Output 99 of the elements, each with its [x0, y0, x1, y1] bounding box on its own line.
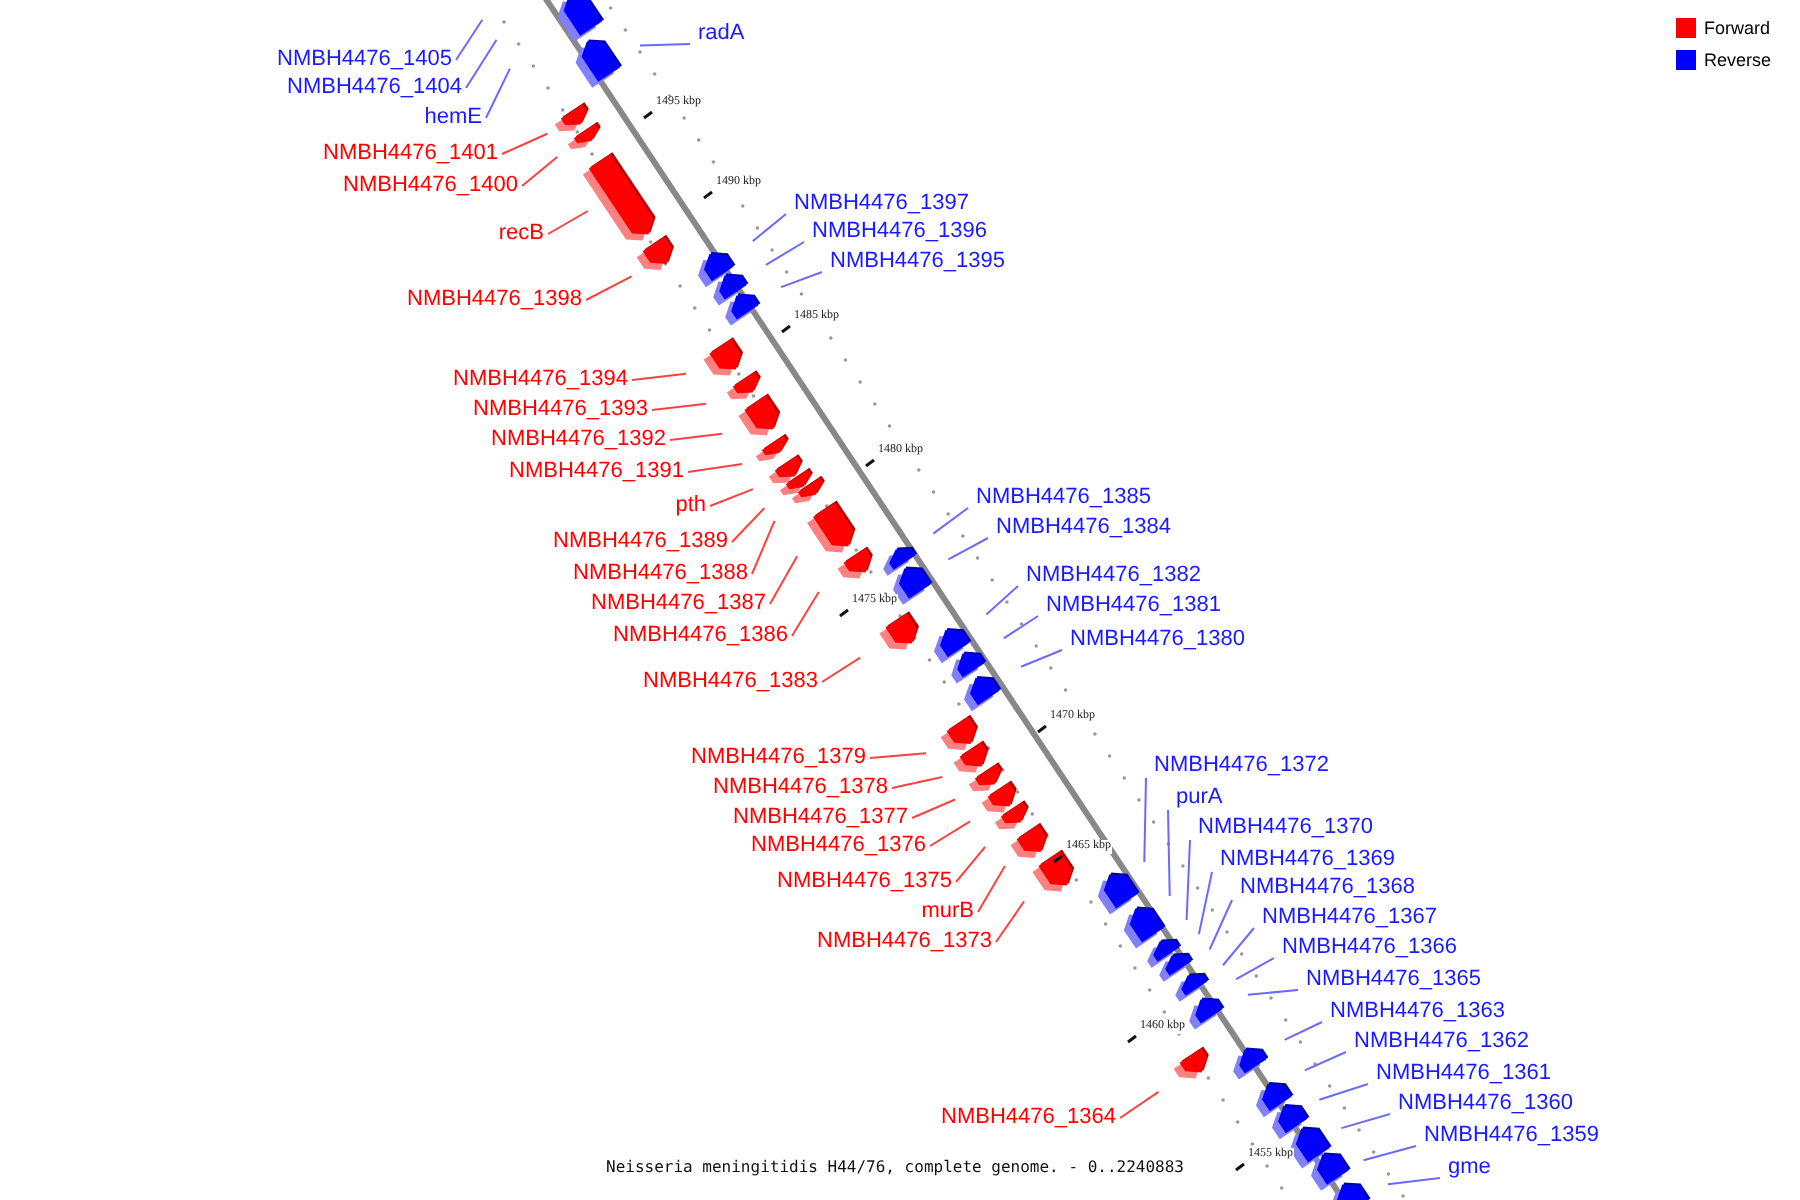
- leader-line: [1002, 615, 1039, 640]
- gene-label: NMBH4476_1380: [1070, 629, 1245, 651]
- leader-line: [791, 590, 820, 637]
- leader-line: [780, 271, 823, 289]
- leader-line: [455, 18, 484, 61]
- leader-line: [1303, 1051, 1347, 1072]
- leader-line: [821, 656, 862, 683]
- leader-line: [1283, 1021, 1323, 1041]
- leader-line: [1246, 989, 1299, 996]
- leader-line: [1362, 1145, 1417, 1162]
- leader-line: [1185, 839, 1191, 921]
- leader-line: [932, 507, 969, 535]
- legend-label: Reverse: [1704, 50, 1772, 72]
- gene-label: radA: [698, 23, 745, 45]
- gene-label: NMBH4476_1367: [1262, 907, 1437, 929]
- gene-label: NMBH4476_1372: [1154, 755, 1329, 777]
- gene-label: NMBH4476_1375: [777, 871, 952, 893]
- gene-label: murB: [921, 901, 974, 923]
- leader-line: [639, 43, 691, 47]
- gene-label: NMBH4476_1365: [1306, 969, 1481, 991]
- gene-label: NMBH4476_1362: [1354, 1031, 1529, 1053]
- gene-label: NMBH4476_1397: [794, 193, 969, 215]
- gene-label: NMBH4476_1378: [713, 777, 888, 799]
- gene-label: NMBH4476_1366: [1282, 937, 1457, 959]
- gene-label: NMBH4476_1376: [751, 835, 926, 857]
- leader-line: [651, 402, 708, 411]
- leader-line: [1197, 871, 1213, 936]
- gene-label: NMBH4476_1394: [453, 369, 628, 391]
- leader-line: [1208, 899, 1233, 951]
- gene-label: NMBH4476_1400: [343, 175, 518, 197]
- gene-label: NMBH4476_1396: [812, 221, 987, 243]
- gene-label: NMBH4476_1404: [287, 77, 462, 99]
- leader-line: [1221, 927, 1255, 967]
- gene-label: NMBH4476_1379: [691, 747, 866, 769]
- leader-line: [731, 507, 766, 543]
- gene-label: NMBH4476_1395: [830, 251, 1005, 273]
- leader-line: [765, 241, 805, 266]
- gene-label: NMBH4476_1359: [1424, 1125, 1599, 1147]
- leader-line: [891, 776, 944, 789]
- leader-line: [751, 519, 776, 575]
- leader-line: [751, 213, 787, 243]
- leader-line: [995, 900, 1026, 943]
- gene-label: NMBH4476_1387: [591, 593, 766, 615]
- gene-label: gme: [1448, 1157, 1491, 1179]
- gene-label: NMBH4476_1370: [1198, 817, 1373, 839]
- gene-label: NMBH4476_1377: [733, 807, 908, 829]
- gene-label: NMBH4476_1393: [473, 399, 648, 421]
- leader-line: [1119, 1090, 1160, 1119]
- leader-line: [911, 798, 957, 819]
- gene-label: NMBH4476_1360: [1398, 1093, 1573, 1115]
- gene-label: NMBH4476_1392: [491, 429, 666, 451]
- leader-line: [521, 155, 559, 187]
- gene-label: NMBH4476_1361: [1376, 1063, 1551, 1085]
- gene-label: NMBH4476_1369: [1220, 849, 1395, 871]
- gene-label: pth: [675, 495, 706, 517]
- gene-label: NMBH4476_1384: [996, 517, 1171, 539]
- leader-line: [1167, 809, 1171, 897]
- leader-line: [1019, 649, 1063, 668]
- gene-label: NMBH4476_1398: [407, 289, 582, 311]
- gene-label: NMBH4476_1364: [941, 1107, 1116, 1129]
- leader-line: [1386, 1177, 1441, 1186]
- leader-line: [977, 865, 1006, 913]
- leader-line: [1318, 1083, 1369, 1101]
- leader-line: [1235, 957, 1275, 981]
- leader-line: [769, 555, 799, 605]
- gene-label: purA: [1176, 787, 1223, 809]
- leader-line: [465, 38, 498, 89]
- leader-line: [1340, 1113, 1391, 1130]
- gene-label: NMBH4476_1391: [509, 461, 684, 483]
- gene-label: NMBH4476_1373: [817, 931, 992, 953]
- leader-line: [547, 210, 589, 235]
- gene-label: NMBH4476_1381: [1046, 595, 1221, 617]
- leader-line: [929, 820, 972, 847]
- leader-line: [947, 537, 989, 561]
- leader-line: [869, 752, 928, 759]
- gene-label: NMBH4476_1382: [1026, 565, 1201, 587]
- leader-line: [585, 275, 633, 301]
- leader-line: [955, 845, 987, 883]
- gene-label: recB: [498, 223, 544, 245]
- gene-label: NMBH4476_1383: [643, 671, 818, 693]
- gene-label: NMBH4476_1405: [277, 49, 452, 71]
- gene-label: NMBH4476_1363: [1330, 1001, 1505, 1023]
- gene-label: NMBH4476_1388: [573, 563, 748, 585]
- leader-line: [709, 488, 754, 507]
- leader-line: [631, 372, 688, 381]
- legend-label: Forward: [1704, 18, 1771, 40]
- gene-label: NMBH4476_1401: [323, 143, 498, 165]
- caption: Neisseria meningitidis H44/76, complete genome. - 0..2240883: [606, 1156, 1184, 1180]
- leader-line: [687, 463, 744, 473]
- gene-label: NMBH4476_1385: [976, 487, 1151, 509]
- leader-line: [1143, 777, 1147, 863]
- leader-line: [485, 67, 511, 119]
- gene-label: NMBH4476_1386: [613, 625, 788, 647]
- leader-line: [985, 585, 1019, 616]
- gene-label: NMBH4476_1368: [1240, 877, 1415, 899]
- gene-label: hemE: [424, 107, 482, 129]
- leader-line: [501, 132, 549, 155]
- gene-label: NMBH4476_1389: [553, 531, 728, 553]
- leader-line: [669, 432, 724, 441]
